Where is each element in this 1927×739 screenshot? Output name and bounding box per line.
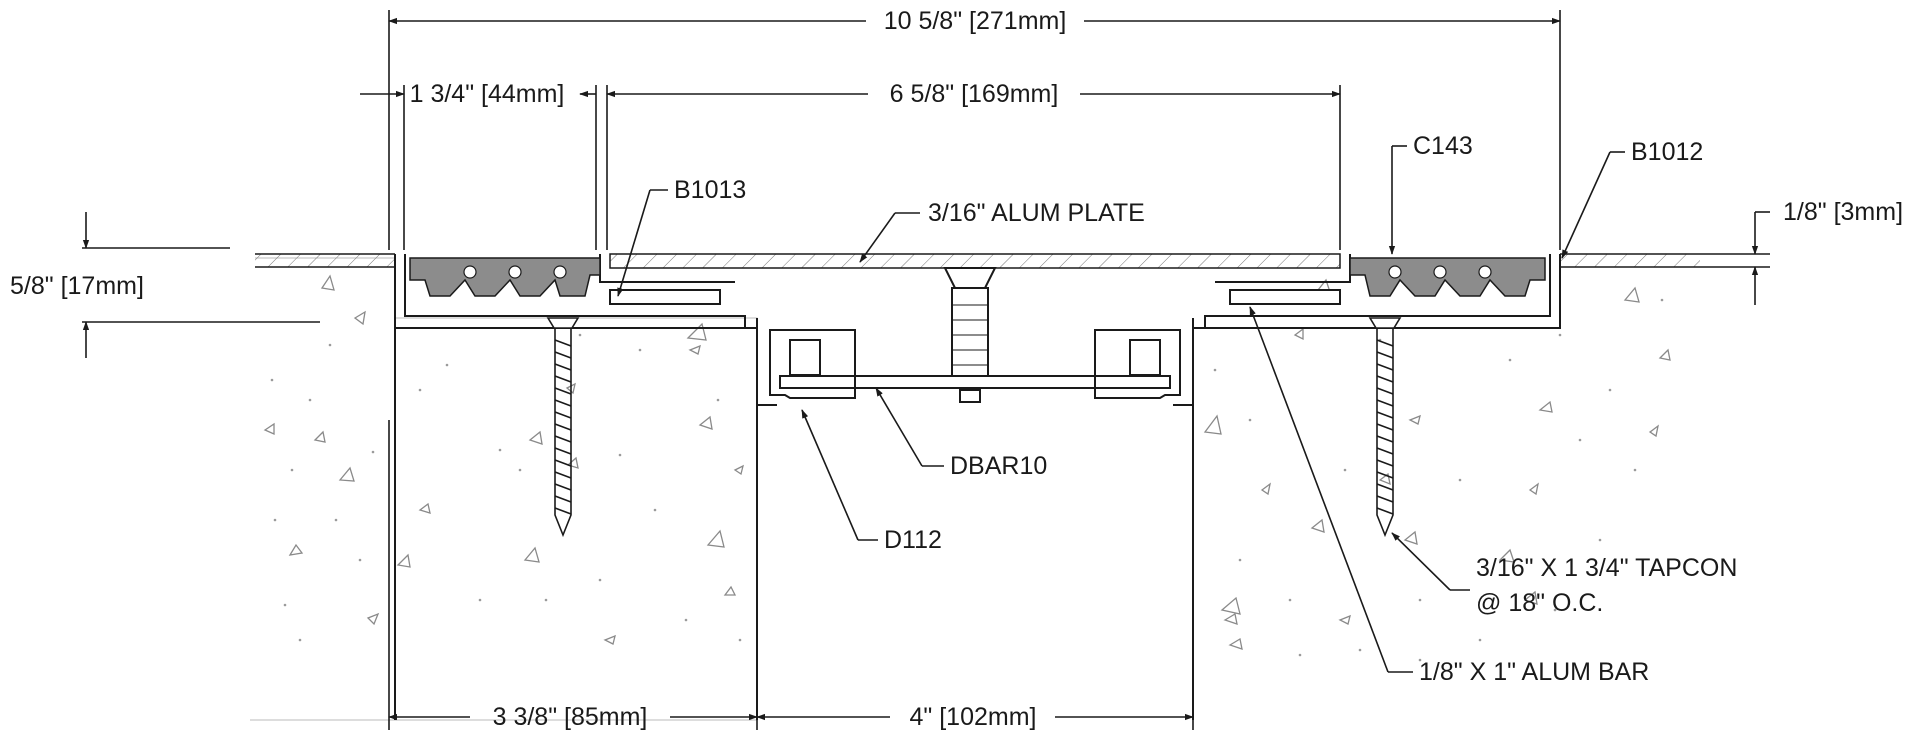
c143-callout: C143 xyxy=(1413,132,1473,160)
dimension-lines xyxy=(82,10,1770,730)
concrete-aggregate-texture xyxy=(263,274,1671,650)
b1012-callout: B1012 xyxy=(1631,138,1703,166)
joint-gap-dimension: 4" [102mm] xyxy=(910,703,1037,731)
d112-callout: D112 xyxy=(884,526,942,554)
leader-lines xyxy=(617,145,1625,673)
concrete-dots xyxy=(270,298,1664,662)
dbar10-bar xyxy=(779,375,1171,389)
depth-dimension: 5/8" [17mm] xyxy=(10,272,144,300)
aluminum-cover-plate xyxy=(609,253,1341,269)
tapcon-screw-right xyxy=(1368,317,1402,538)
tapcon-callout-line2: @ 18" O.C. xyxy=(1476,589,1603,617)
overall-width-dimension: 10 5/8" [271mm] xyxy=(884,7,1067,35)
d112-bracket-left xyxy=(769,329,856,399)
b1013-callout: B1013 xyxy=(674,176,746,204)
left-slab-edge-dimension: 3 3/8" [85mm] xyxy=(493,703,648,731)
alum-bar-callout: 1/8" X 1" ALUM BAR xyxy=(1419,658,1649,686)
left-cover-dimension: 1 3/4" [44mm] xyxy=(410,80,565,108)
c143-seal-left xyxy=(409,257,601,297)
floor-finish-right xyxy=(1560,253,1700,268)
dbar10-callout: DBAR10 xyxy=(950,452,1047,480)
tapcon-screw-left xyxy=(546,317,580,538)
plate-width-dimension: 6 5/8" [169mm] xyxy=(890,80,1059,108)
alum-plate-callout: 3/16" ALUM PLATE xyxy=(928,199,1145,227)
plate-thickness-dimension: 1/8" [3mm] xyxy=(1783,198,1903,226)
floor-finish-left xyxy=(255,253,395,268)
c143-seal-right xyxy=(1349,257,1546,297)
d112-bracket-right xyxy=(1094,329,1181,399)
b1013-frame-left xyxy=(394,254,777,406)
center-bolt xyxy=(943,267,997,403)
tapcon-callout-line1: 3/16" X 1 3/4" TAPCON xyxy=(1476,554,1737,582)
